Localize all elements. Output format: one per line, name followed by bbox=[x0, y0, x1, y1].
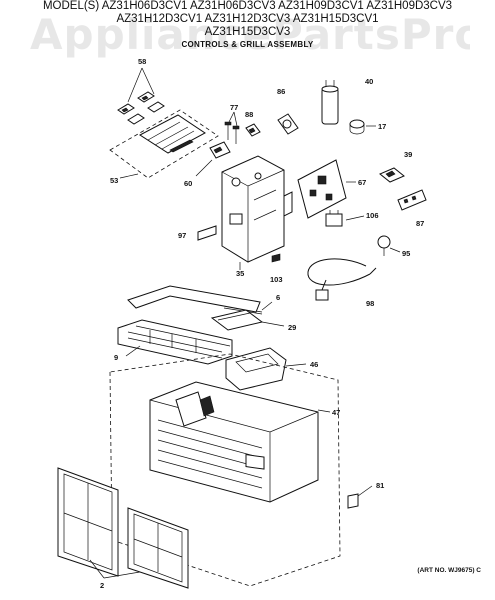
callout-103: 103 bbox=[270, 275, 283, 284]
callout-2: 2 bbox=[100, 581, 104, 590]
part-17[interactable] bbox=[349, 119, 365, 135]
callout-88: 88 bbox=[245, 110, 253, 119]
callout-17: 17 bbox=[378, 122, 386, 131]
callout-87: 87 bbox=[416, 219, 424, 228]
callout-58: 58 bbox=[138, 57, 146, 66]
control-box-35[interactable] bbox=[221, 155, 293, 263]
callout-67: 67 bbox=[358, 178, 366, 187]
callout-97: 97 bbox=[178, 231, 186, 240]
part-103[interactable] bbox=[271, 253, 281, 263]
control-panel-53[interactable] bbox=[109, 109, 219, 179]
callout-40: 40 bbox=[365, 77, 373, 86]
callout-39: 39 bbox=[404, 150, 412, 159]
callout-95: 95 bbox=[402, 249, 410, 258]
screws-77[interactable] bbox=[224, 121, 240, 144]
terminal-block-87[interactable] bbox=[397, 189, 427, 211]
switch-60[interactable] bbox=[209, 141, 231, 159]
clip-88[interactable] bbox=[245, 123, 261, 137]
model-list-line-2: AZ31H12D3CV1 AZ31H12D3CV3 AZ31H15D3CV1 bbox=[116, 13, 379, 25]
callout-53: 53 bbox=[110, 176, 118, 185]
callout-47: 47 bbox=[332, 408, 340, 417]
callout-106: 106 bbox=[366, 211, 379, 220]
exploded-parts-diagram: 58 77 88 86 40 17 53 60 39 67 97 106 87 … bbox=[57, 57, 427, 590]
callout-86: 86 bbox=[277, 87, 285, 96]
callout-60: 60 bbox=[184, 179, 192, 188]
callout-35: 35 bbox=[236, 269, 244, 278]
art-number: (ART NO. WJ9675) C bbox=[417, 567, 481, 574]
capacitor-40[interactable] bbox=[321, 80, 339, 125]
model-list-line-1: MODEL(S) AZ31H06D3CV1 AZ31H06D3CV3 AZ31H… bbox=[42, 0, 453, 12]
callout-98: 98 bbox=[366, 299, 374, 308]
callout-77: 77 bbox=[230, 103, 238, 112]
callout-46: 46 bbox=[310, 360, 318, 369]
section-title: CONTROLS & GRILL ASSEMBLY bbox=[181, 40, 314, 49]
relay-106[interactable] bbox=[325, 210, 343, 227]
callout-29: 29 bbox=[288, 323, 296, 332]
control-board-67[interactable] bbox=[297, 159, 347, 219]
callout-6: 6 bbox=[276, 293, 280, 302]
watermark: AppliancePartsPros.com bbox=[30, 10, 470, 59]
model-list-line-3: AZ31H15D3CV3 bbox=[204, 26, 291, 38]
grille-frame[interactable] bbox=[127, 285, 261, 313]
front-cover-47[interactable] bbox=[149, 381, 319, 503]
air-filters-2[interactable] bbox=[57, 467, 189, 589]
grille-9[interactable] bbox=[117, 319, 233, 365]
bracket-97[interactable] bbox=[197, 225, 217, 241]
part-39[interactable] bbox=[379, 167, 405, 183]
power-cord-98[interactable] bbox=[307, 258, 377, 301]
front-panel-46[interactable] bbox=[225, 347, 287, 391]
control-knobs-58[interactable] bbox=[117, 91, 165, 125]
part-95[interactable] bbox=[377, 235, 391, 256]
callout-9: 9 bbox=[114, 353, 118, 362]
part-81[interactable] bbox=[347, 493, 359, 509]
thermostat-86[interactable] bbox=[277, 113, 299, 135]
callout-81: 81 bbox=[376, 481, 384, 490]
